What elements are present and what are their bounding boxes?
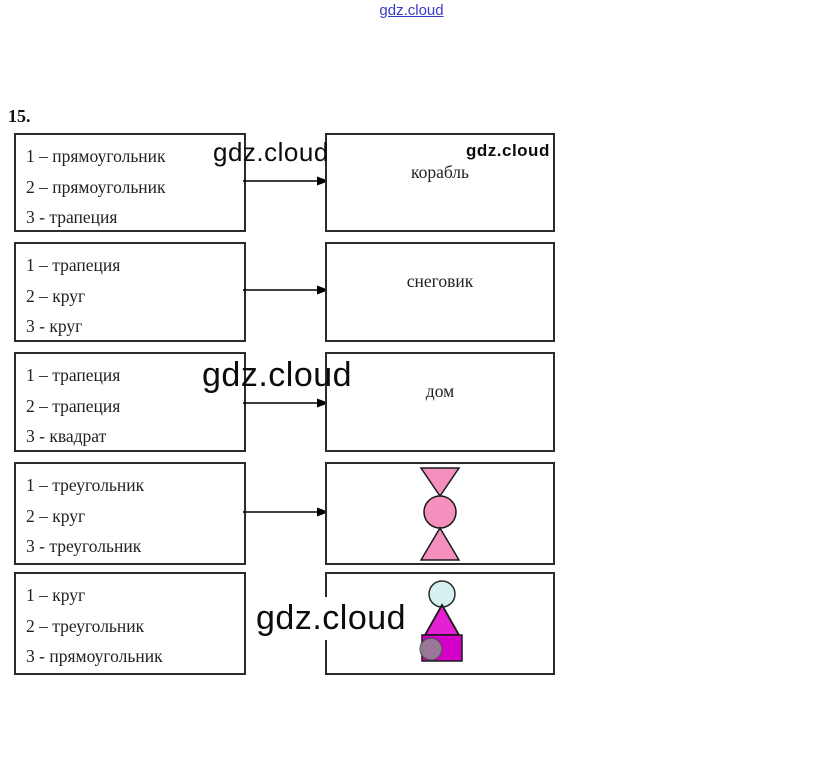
shape-line: 3 - квадрат <box>26 426 107 446</box>
shape-line: 3 - прямоугольник <box>26 646 163 666</box>
shape-line: 3 - трапеция <box>26 207 118 227</box>
answer-box-2: снеговик <box>325 242 555 342</box>
shape-line: 2 – трапеция <box>26 395 121 416</box>
watermark-text: gdz.cloud <box>202 356 353 394</box>
answer-box-1: корабль <box>325 133 555 232</box>
circle-icon <box>423 494 457 529</box>
answer-text: дом <box>425 381 455 401</box>
head-circle-icon <box>428 579 456 608</box>
shape-line: 3 - круг <box>26 316 83 336</box>
shape-line: 1 – трапеция <box>26 255 121 275</box>
watermark-text: gdz.cloud <box>213 137 329 167</box>
shape-line: 1 – трапеция <box>26 365 121 385</box>
shape-line: 1 – круг <box>26 585 86 605</box>
shapes-list-box-1: 1 – прямоугольник 2 – прямоугольник 3 - … <box>14 133 246 232</box>
arrow-icon <box>243 176 329 186</box>
top-watermark-link[interactable]: gdz.cloud <box>379 2 444 19</box>
shape-line: 3 - треугольник <box>26 536 142 556</box>
answer-box-3: дом <box>325 352 555 452</box>
bowtie-figure-icon <box>419 466 461 561</box>
watermark-text: gdz.cloud <box>466 141 550 160</box>
shape-line: 1 – треугольник <box>26 475 145 495</box>
shapes-list-box-3: 1 – трапеция 2 – трапеция 3 - квадрат <box>14 352 246 452</box>
watermark-text: gdz.cloud <box>252 597 411 640</box>
shape-line: 2 – круг <box>26 505 86 526</box>
small-circle-icon <box>419 636 443 661</box>
clown-figure-icon <box>419 579 463 662</box>
shapes-list-box-2: 1 – трапеция 2 – круг 3 - круг <box>14 242 246 342</box>
exercise-number: 15. <box>8 106 31 126</box>
shape-line: 2 – круг <box>26 285 86 306</box>
triangle-up-icon <box>423 602 461 636</box>
triangle-up-icon <box>419 526 461 561</box>
answer-text: снеговик <box>406 271 474 291</box>
arrow-icon <box>243 285 329 295</box>
arrow-icon <box>243 398 329 408</box>
answer-text: корабль <box>410 162 470 182</box>
shapes-list-box-5: 1 – круг 2 – треугольник 3 - прямоугольн… <box>14 572 246 675</box>
shape-line: 2 – прямоугольник <box>26 176 166 197</box>
shape-line: 2 – треугольник <box>26 615 145 636</box>
shapes-list-box-4: 1 – треугольник 2 – круг 3 - треугольник <box>14 462 246 565</box>
triangle-down-icon <box>421 467 459 496</box>
arrow-icon <box>243 507 329 517</box>
shape-line: 1 – прямоугольник <box>26 146 166 166</box>
answer-box-4 <box>325 462 555 565</box>
